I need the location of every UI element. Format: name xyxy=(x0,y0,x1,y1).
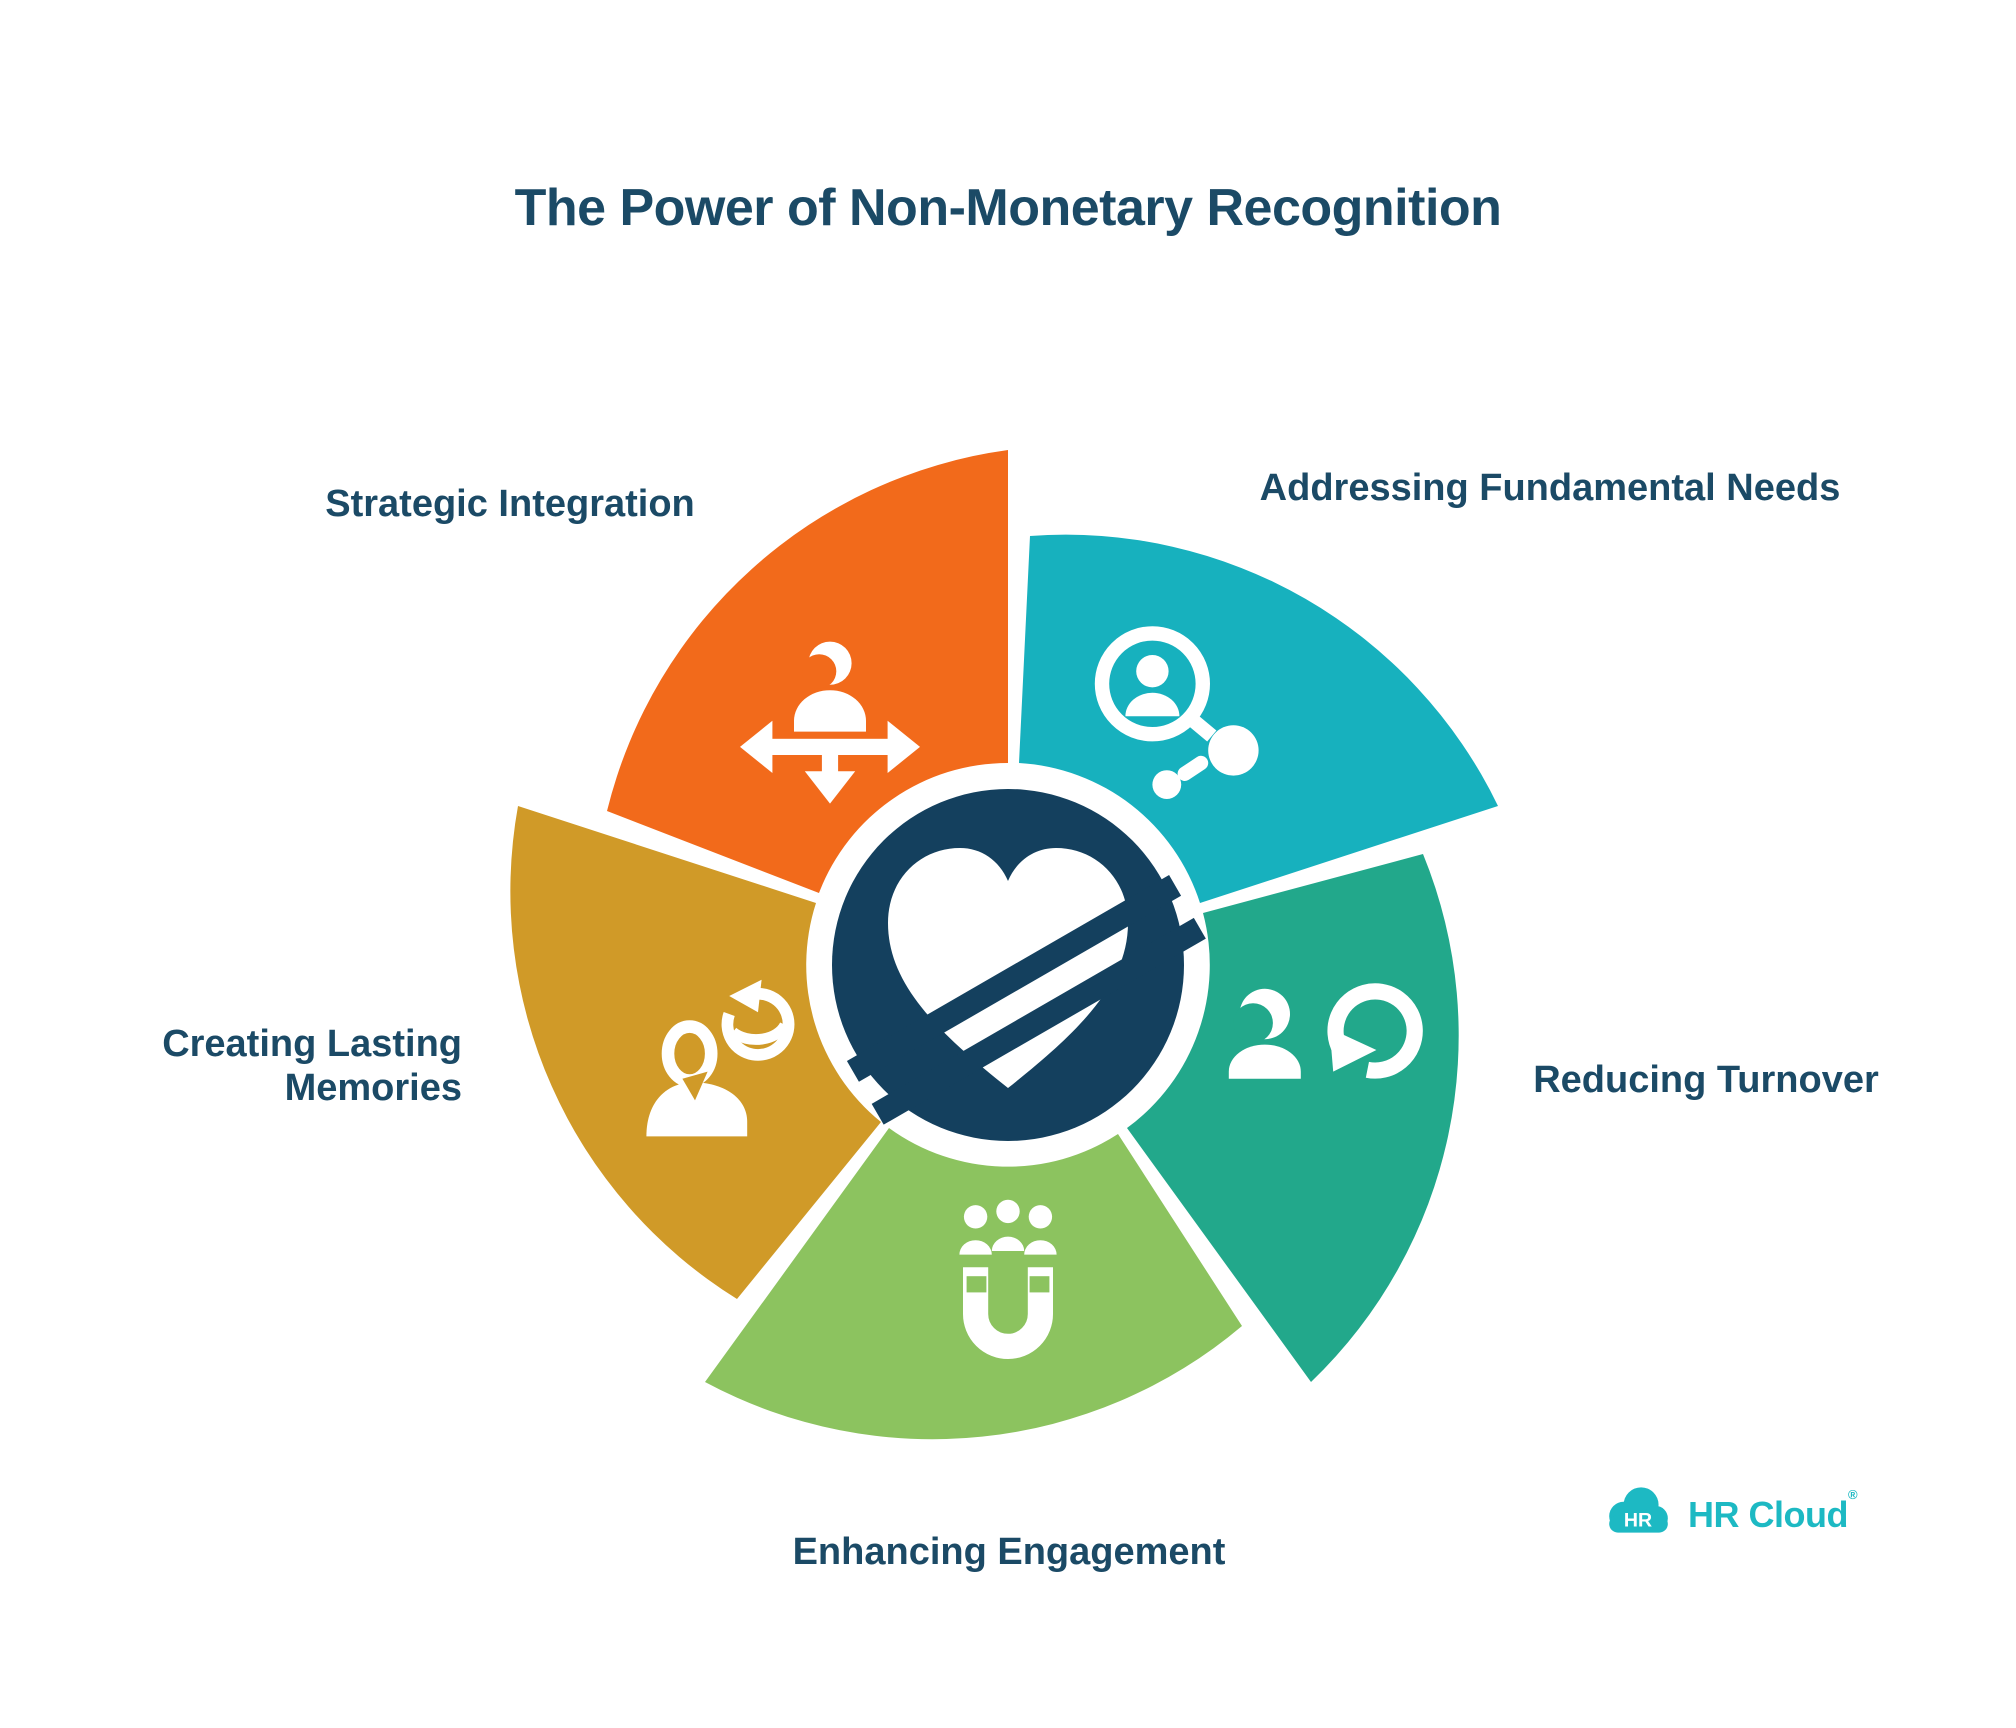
label-addressing-fundamental-needs: Addressing Fundamental Needs xyxy=(1259,467,1841,509)
hr-cloud-logo: HR HR Cloud® xyxy=(1602,1482,1858,1540)
segment-creating-lasting-memories xyxy=(510,806,881,1299)
label-reducing-turnover: Reducing Turnover xyxy=(1533,1059,1879,1101)
registered-mark: ® xyxy=(1847,1486,1858,1502)
layered-heart-icon xyxy=(846,848,1206,1125)
label-strategic-integration: Strategic Integration xyxy=(325,483,695,525)
label-creating-lasting-memories: Creating Lasting Memories xyxy=(162,1023,462,1109)
label-enhancing-engagement: Enhancing Engagement xyxy=(792,1531,1226,1573)
person-memory-orb-icon xyxy=(646,979,795,1137)
magnet-people-icon xyxy=(959,1199,1057,1359)
hr-cloud-cloud-icon: HR xyxy=(1609,1487,1668,1533)
person-refresh-icon xyxy=(1228,983,1423,1079)
hr-badge-text: HR xyxy=(1624,1509,1652,1531)
page-title: The Power of Non-Monetary Recognition xyxy=(514,179,1502,237)
person-move-arrows-icon xyxy=(740,641,920,804)
hr-cloud-wordmark: HR Cloud® xyxy=(1688,1486,1858,1535)
segment-addressing-fundamental-needs xyxy=(1019,534,1498,903)
person-network-search-icon xyxy=(1094,626,1259,799)
